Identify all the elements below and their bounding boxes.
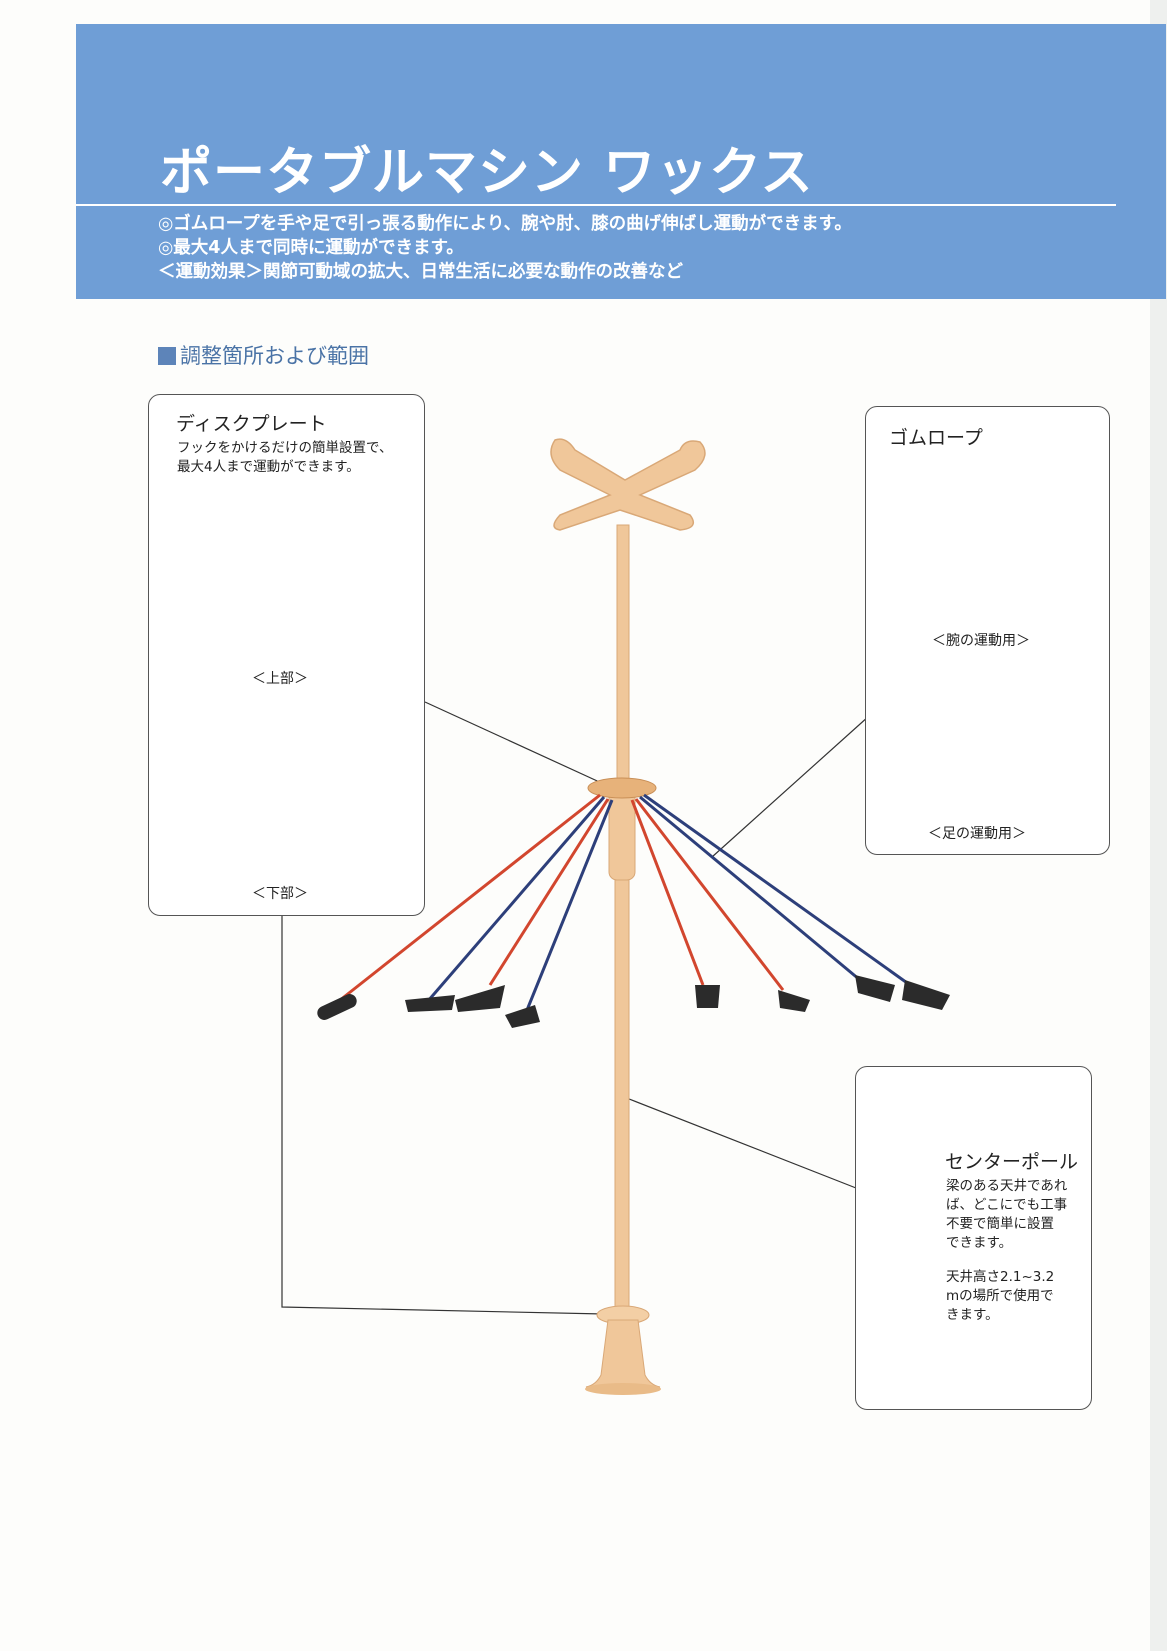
- page-edge: [1150, 0, 1167, 1651]
- disc-plate-shape: [587, 777, 657, 799]
- center-pole-callout: センターポール 梁のある天井であれ ば、どこにでも工事 不要で簡単に設置 できま…: [855, 1066, 1092, 1410]
- disc-plate-title: ディスクプレート: [176, 413, 327, 435]
- callout-connectors: [281, 701, 870, 1315]
- rubber-ropes: [329, 793, 911, 1016]
- header-band: [76, 24, 1166, 299]
- rope-connector-line: [711, 715, 870, 858]
- header-divider: [76, 204, 1116, 206]
- disc-plate-description-line: 最大4人まで運動ができます。: [177, 459, 360, 475]
- center-pole-title: センターポール: [945, 1151, 1079, 1173]
- ceiling-bracket: [550, 438, 706, 531]
- center-pole-spec-line: きます。: [946, 1307, 999, 1323]
- leg-rope-caption: ＜足の運動用＞: [928, 826, 1026, 842]
- disc-plate-description-line: フックをかけるだけの簡単設置で、: [177, 440, 393, 456]
- base-connector-line: [281, 912, 605, 1315]
- header-description: ◎ゴムロープを手や足で引っ張る動作により、腕や肘、膝の曲げ伸ばし運動ができます。…: [158, 212, 852, 284]
- center-pole-description-line: 梁のある天井であれ: [946, 1178, 1068, 1194]
- rubber-rope-title: ゴムロープ: [889, 427, 983, 449]
- arm-rope-caption: ＜腕の運動用＞: [932, 633, 1030, 649]
- center-pole-description-line: ば、どこにでも工事: [946, 1197, 1068, 1213]
- rubber-rope-callout: ゴムロープ: [865, 406, 1110, 855]
- section-heading: 調整箇所および範囲: [158, 340, 369, 370]
- disc-plate-connector-line: [424, 701, 607, 786]
- disc-plate-lower-caption: ＜下部＞: [252, 886, 308, 902]
- center-pole-shape: [585, 524, 661, 1395]
- center-pole-spec-line: mの場所で使用で: [946, 1288, 1054, 1304]
- header-line: ◎ゴムロープを手や足で引っ張る動作により、腕や肘、膝の曲げ伸ばし運動ができます。: [158, 214, 852, 234]
- section-heading-text: 調整箇所および範囲: [180, 344, 369, 368]
- square-bullet-icon: [158, 347, 176, 365]
- page-title: ポータブルマシン ワックス: [160, 143, 814, 203]
- header-line: ◎最大4人まで同時に運動ができます。: [158, 238, 464, 258]
- center-pole-connector-line: [623, 1096, 857, 1189]
- center-pole-description-line: できます。: [946, 1235, 1013, 1251]
- rope-handles: [317, 975, 950, 1028]
- center-pole-description-line: 不要で簡単に設置: [946, 1216, 1054, 1232]
- header-line: ＜運動効果＞関節可動域の拡大、日常生活に必要な動作の改善など: [158, 262, 683, 282]
- disc-plate-upper-caption: ＜上部＞: [252, 671, 308, 687]
- disc-plate-callout: ディスクプレート フックをかけるだけの簡単設置で、 最大4人まで運動ができます。: [148, 394, 425, 916]
- center-pole-spec-line: 天井高さ2.1~3.2: [946, 1269, 1055, 1285]
